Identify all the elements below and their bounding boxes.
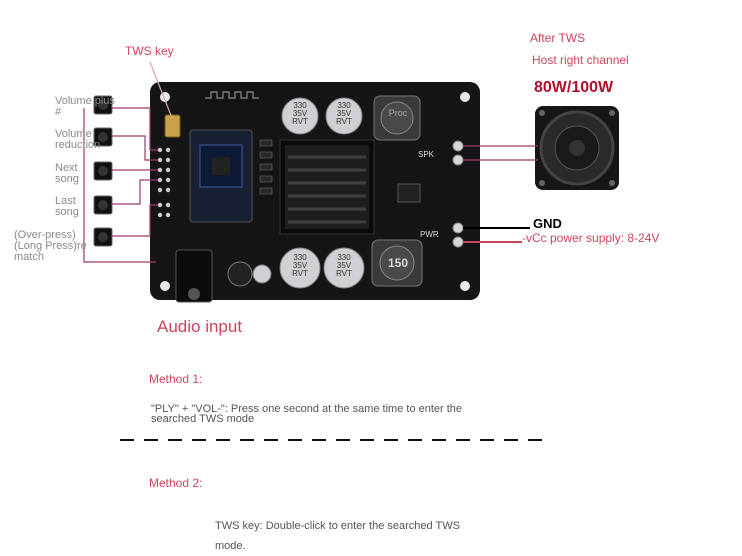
audio-input-label: Audio input [157, 317, 243, 336]
method1-text: "PLY" + "VOL-": Press one second at the … [151, 403, 551, 425]
method2-line: mode. [215, 540, 246, 552]
speaker-wires [463, 145, 538, 161]
heatsink [279, 139, 375, 235]
method1-line: "PLY" + "VOL-": Press one second at the … [151, 403, 463, 415]
method2-title: Method 2: [149, 476, 203, 490]
button-label-rematch: (Over-press) (Long Press)re match [14, 230, 124, 263]
cap-value: 330 [337, 253, 351, 262]
audio-jack[interactable] [175, 249, 213, 303]
label-line: song [55, 206, 79, 218]
cap-series: RVT [292, 269, 308, 278]
capacitor-label-top-right: 330 35V RVT [332, 102, 356, 126]
inductor-top-core [380, 101, 414, 135]
mount-hole-br [460, 281, 470, 291]
bluetooth-chip-core [212, 157, 230, 175]
inductor-top-label: Proc [388, 108, 408, 118]
method2-text: TWS key: Double-click to enter the searc… [215, 516, 545, 556]
button-label-last-song: Last song [55, 196, 145, 218]
tws-key-label: TWS key [125, 44, 174, 58]
smd-part [259, 151, 273, 159]
inductor-bottom-label: 150 [387, 256, 409, 270]
button-label-volume-minus: Volume reduction [55, 129, 145, 151]
cap-series: RVT [292, 117, 308, 126]
mount-hole-tr [460, 92, 470, 102]
capacitor-label-bottom-left: 330 35V RVT [288, 254, 312, 278]
button-label-next-song: Next song [55, 163, 145, 185]
small-capacitor [227, 261, 253, 287]
audio-jack-hole [188, 288, 200, 300]
pushbutton-volume-plus[interactable] [93, 95, 113, 115]
method2-line: TWS key: Double-click to enter the searc… [215, 520, 460, 532]
smd-part [259, 187, 273, 195]
cap-value: 330 [293, 101, 307, 110]
inductor-bottom-core [379, 245, 415, 281]
label-line: Volume [55, 128, 92, 140]
label-line: match [14, 251, 44, 263]
capacitor-top-left [281, 97, 319, 135]
cap-series: RVT [336, 117, 352, 126]
label-line: Next [55, 162, 78, 174]
cap-voltage: 35V [336, 109, 352, 118]
smd-part [259, 163, 273, 171]
antenna-trace [205, 91, 259, 99]
small-capacitor-2 [252, 264, 272, 284]
capacitor-top-right [325, 97, 363, 135]
capacitor-bottom-left [279, 247, 321, 289]
cap-value: 330 [337, 101, 351, 110]
label-line: song [55, 173, 79, 185]
label-line: # [55, 106, 62, 118]
pwr-label: PWR [420, 230, 439, 239]
method1-title: Method 1: [149, 372, 203, 386]
host-right-channel-label: Host right channel [532, 53, 629, 67]
power-chip [397, 183, 421, 203]
label-line: reduction [55, 139, 101, 151]
cap-series: RVT [336, 269, 352, 278]
label-line: Volume plus [55, 95, 115, 107]
tws-key-pointer [149, 61, 173, 119]
vcc-label: -vCc power supply: 8-24V [522, 231, 660, 245]
tws-key-button[interactable] [164, 114, 181, 138]
spk-label: SPK [418, 150, 435, 159]
capacitor-label-bottom-right: 330 35V RVT [332, 254, 356, 278]
smd-part [259, 139, 273, 147]
cap-value: 330 [293, 253, 307, 262]
pushbutton-rematch[interactable] [93, 227, 113, 247]
pushbutton-last-song[interactable] [93, 195, 113, 215]
gnd-label: GND [533, 216, 562, 231]
after-tws-label: After TWS [530, 31, 586, 45]
cap-voltage: 35V [292, 261, 308, 270]
smd-part [259, 175, 273, 183]
pushbutton-next-song[interactable] [93, 161, 113, 181]
pushbutton-volume-minus[interactable] [93, 127, 113, 147]
label-line: Last [55, 195, 76, 207]
button-wires [83, 107, 158, 263]
label-line: (Long Press)re [14, 240, 87, 252]
cap-voltage: 35V [292, 109, 308, 118]
button-label-volume-plus: Volume plus # [55, 96, 145, 118]
capacitor-bottom-right [323, 247, 365, 289]
cap-voltage: 35V [336, 261, 352, 270]
header-pins [157, 147, 171, 218]
method1-line: searched TWS mode [151, 413, 255, 425]
capacitor-label-top-left: 330 35V RVT [288, 102, 312, 126]
speaker-icon [535, 106, 619, 190]
mount-hole-bl [160, 281, 170, 291]
label-line: (Over-press) [14, 229, 76, 241]
power-rating-label: 80W/100W [534, 79, 614, 96]
